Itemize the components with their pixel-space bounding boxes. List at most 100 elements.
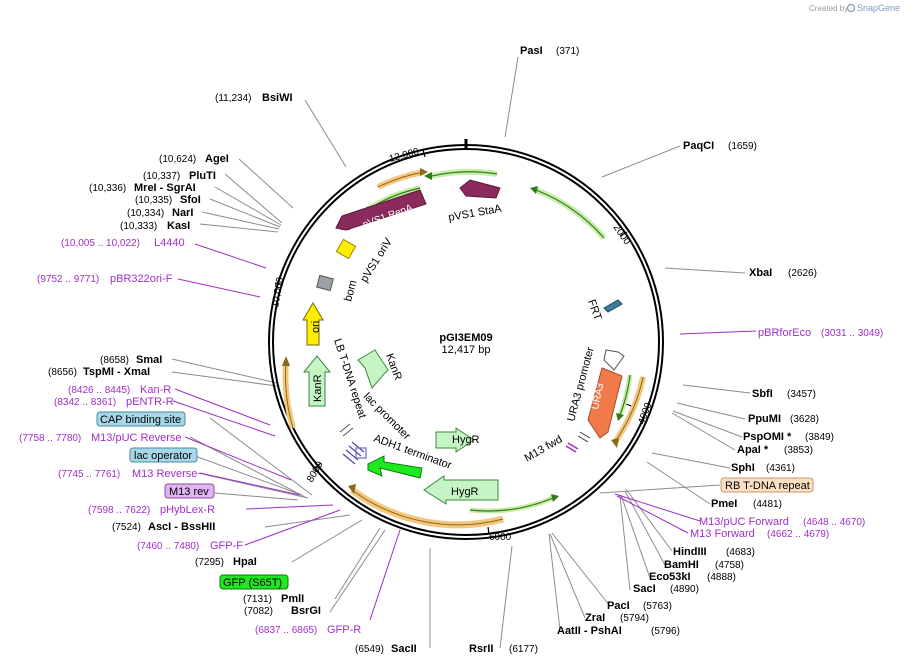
site-bsiwi-pos: (11,234) [215, 93, 252, 104]
lac-operator-box[interactable] [129, 447, 198, 463]
site-ppumi-pos: (3628) [790, 414, 819, 425]
lac-region-marks [342, 441, 367, 465]
primer-m13-forward[interactable]: M13 Forward [690, 528, 755, 540]
site-aatii-pshai[interactable]: AatII - PshAI [557, 625, 622, 637]
site-mrei-pos: (10,336) [89, 183, 126, 194]
ura3-promoter-arrow [603, 349, 625, 371]
adh1-terminator-arrow [367, 455, 423, 479]
orange-band-arrowheads [282, 168, 619, 494]
site-rsrii[interactable]: RsrII [469, 643, 493, 655]
primer-pentr-r[interactable]: pENTR-R [126, 396, 174, 408]
gfp-box[interactable] [219, 574, 289, 590]
primer-gfp-f[interactable]: GFP-F [210, 540, 243, 552]
site-eco53ki-pos: (4888) [707, 572, 736, 583]
site-apai-pos: (3853) [784, 445, 813, 456]
feature-bom: bom [342, 279, 359, 303]
site-tspmi-xmai[interactable]: TspMI - XmaI [83, 366, 150, 378]
site-hpai[interactable]: HpaI [233, 556, 257, 568]
m13-rev-label: M13 rev [169, 486, 209, 498]
primer-pbrforeco-pos: (3031 .. 3049) [821, 328, 883, 339]
hygr-2-arrow [423, 475, 499, 505]
site-bsiwi[interactable]: BsiWI [262, 92, 293, 104]
pvs1-oriv-box [335, 238, 357, 260]
m13-rev-box[interactable] [164, 483, 215, 499]
plasmid-name: pGI3EM09 [439, 332, 492, 344]
primer-pbr322ori-f-pos: (9752 .. 9771) [37, 274, 99, 285]
primer-phyblex-r[interactable]: pHybLex-R [160, 504, 215, 516]
site-kasi[interactable]: KasI [167, 220, 190, 232]
ori-arrow [302, 302, 324, 346]
site-sacii[interactable]: SacII [391, 643, 417, 655]
tick-12000: 12,000 [388, 146, 421, 165]
site-pspomi[interactable]: PspOMI * [743, 431, 792, 443]
plasmid-length: 12,417 bp [442, 344, 491, 356]
site-bamhi[interactable]: BamHI [664, 559, 699, 571]
site-paqci-pos: (1659) [728, 141, 757, 152]
ura3-promoter-marks [577, 431, 591, 443]
site-sfoi[interactable]: SfoI [180, 194, 201, 206]
primer-gfp-f-pos: (7460 .. 7480) [137, 541, 199, 552]
primer-pbrforeco[interactable]: pBRforEco [758, 327, 811, 339]
primer-gfp-r[interactable]: GFP-R [327, 624, 361, 636]
primer-pbr322ori-f[interactable]: pBR322ori-F [110, 273, 173, 285]
primer-m13-reverse-pos: (7745 .. 7761) [58, 469, 120, 480]
site-sphi-pos: (4361) [766, 463, 795, 474]
site-saci-1[interactable]: SacI [633, 583, 656, 595]
site-zrai[interactable]: ZraI [585, 612, 605, 624]
site-asci-bsshii[interactable]: AscI - BssHII [148, 521, 215, 533]
feature-lb-repeat: LB T-DNA repeat [331, 337, 368, 420]
primer-leader-lines [172, 243, 757, 621]
site-smai[interactable]: SmaI [136, 354, 162, 366]
site-mrei-sgrai[interactable]: MreI - SgrAI [134, 182, 196, 194]
green-bands [341, 168, 633, 514]
site-pluti-pos: (10,337) [143, 171, 180, 182]
ura3-arrow [587, 367, 623, 439]
primer-l4440-pos: (10,005 .. 10,022) [61, 238, 140, 249]
site-rsrii-pos: (6177) [509, 644, 538, 655]
site-hpai-pos: (7295) [195, 557, 224, 568]
site-pluti[interactable]: PluTI [189, 170, 216, 182]
rb-tdna-box[interactable] [720, 477, 814, 493]
snapgene-logo-icon [846, 3, 856, 13]
feature-pvs1-stab: pVS1 StaA [447, 203, 503, 224]
site-pmei[interactable]: PmeI [711, 498, 737, 510]
primer-kan-r-pos: (8426 .. 8445) [68, 385, 130, 396]
primer-m13puc-reverse[interactable]: M13/pUC Reverse [91, 432, 181, 444]
site-sphi[interactable]: SphI [731, 462, 755, 474]
site-xbai[interactable]: XbaI [749, 267, 772, 279]
primer-m13-reverse[interactable]: M13 Reverse [132, 468, 197, 480]
feature-m13-fwd: M13 fwd [523, 433, 565, 464]
primer-pentr-r-pos: (8342 .. 8361) [54, 397, 116, 408]
site-nari[interactable]: NarI [172, 207, 193, 219]
primer-l4440[interactable]: L4440 [154, 237, 185, 249]
site-bamhi-pos: (4758) [715, 560, 744, 571]
site-ppumi[interactable]: PpuMI [748, 413, 781, 425]
feature-kanr-outer: KanR [312, 374, 324, 402]
pvs1-stab-arrow [459, 179, 501, 199]
site-pasi-pos: (371) [556, 46, 579, 57]
site-sbfi[interactable]: SbfI [752, 388, 773, 400]
primer-m13puc-forward[interactable]: M13/pUC Forward [699, 516, 789, 528]
cap-binding-box[interactable] [96, 411, 186, 427]
site-pasi[interactable]: PasI [520, 45, 543, 57]
site-hindiii-pos: (4683) [726, 547, 755, 558]
site-pmli[interactable]: PmlI [281, 593, 304, 605]
site-eco53ki[interactable]: Eco53kI [649, 571, 691, 583]
feature-lac-promoter: lac promoter [361, 391, 413, 443]
site-pmli-pos: (7131) [243, 594, 272, 605]
site-xbai-pos: (2626) [788, 268, 817, 279]
site-agei[interactable]: AgeI [205, 153, 229, 165]
site-bsrgi-pos: (7082) [244, 606, 273, 617]
primer-m13puc-forward-pos: (4648 .. 4670) [803, 517, 865, 528]
site-hindiii[interactable]: HindIII [673, 546, 707, 558]
site-bsrgi[interactable]: BsrGI [291, 605, 321, 617]
site-kasi-pos: (10,333) [120, 221, 157, 232]
primer-kan-r[interactable]: Kan-R [140, 384, 171, 396]
site-paci[interactable]: PacI [607, 600, 630, 612]
site-apai[interactable]: ApaI * [737, 444, 769, 456]
primer-m13puc-reverse-pos: (7758 .. 7780) [19, 433, 81, 444]
credit-brand: SnapGene [857, 3, 900, 13]
site-paqci[interactable]: PaqCI [683, 140, 714, 152]
feature-pvs1-oriv: pVS1 oriV [358, 236, 395, 285]
